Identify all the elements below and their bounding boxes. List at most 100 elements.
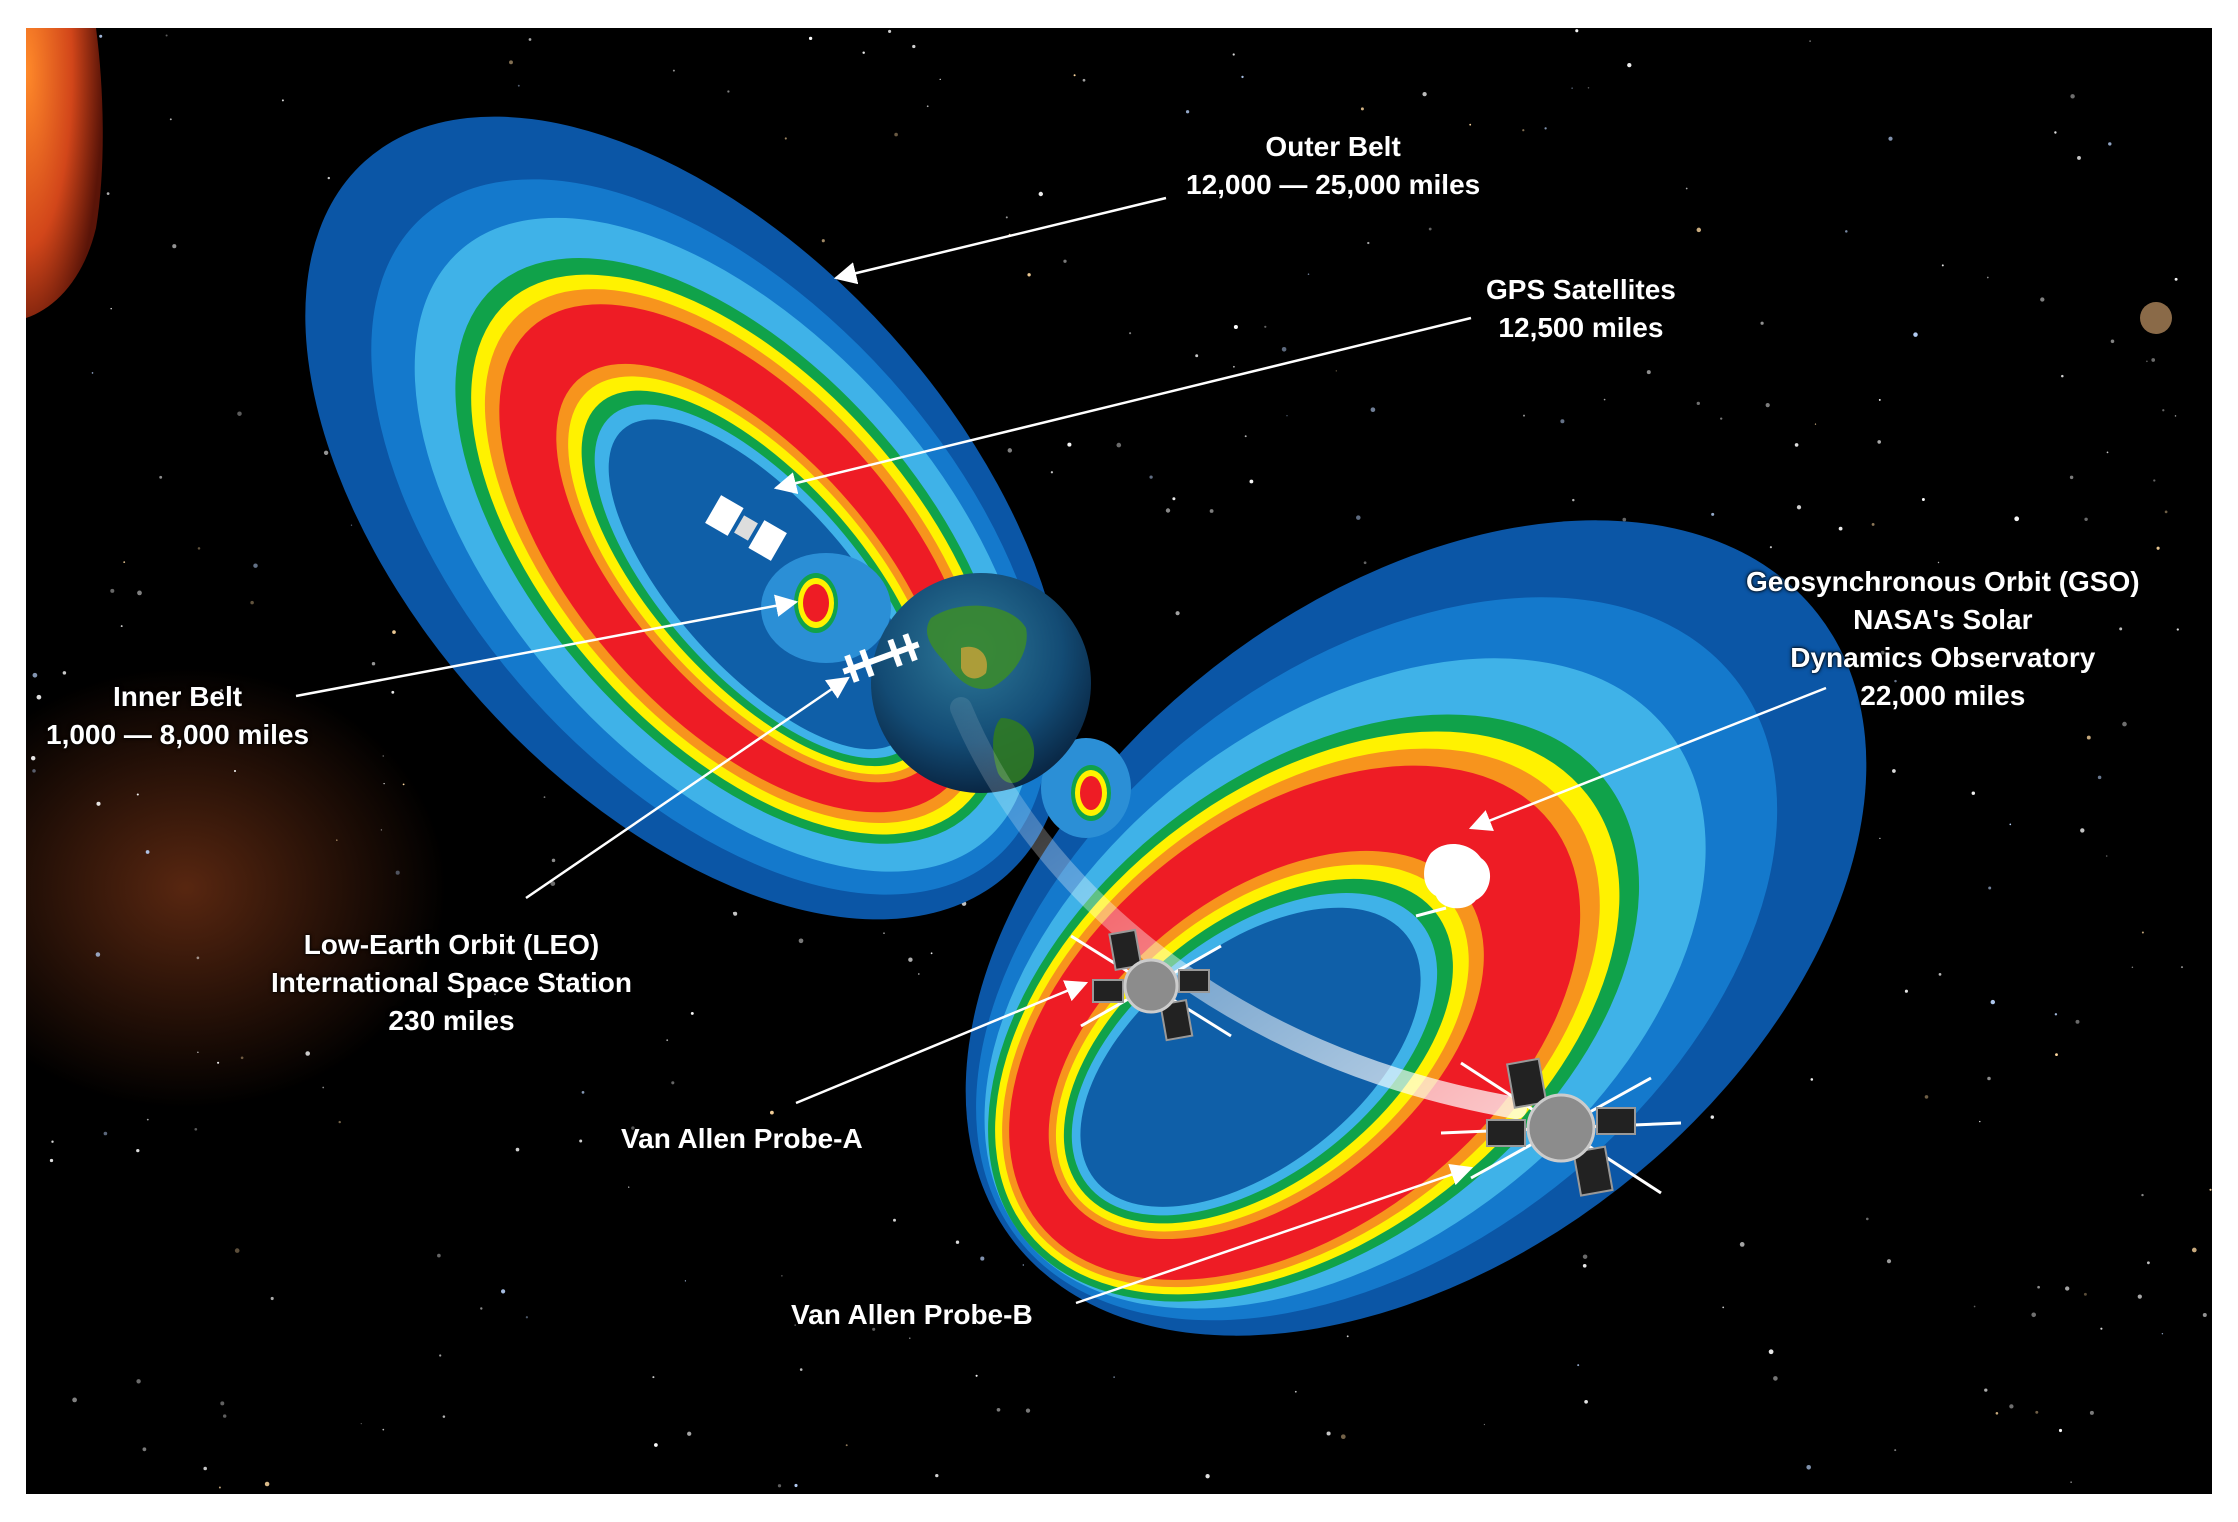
star [1973,1305,1976,1308]
star [1483,1423,1486,1426]
star [2083,1292,2087,1296]
star [2151,358,2156,362]
star [165,34,168,37]
star [1233,365,1235,368]
nebula [26,668,446,1108]
star [955,1240,960,1244]
star [123,561,126,563]
star [2080,828,2085,833]
star [1696,401,1700,406]
star [350,524,353,526]
star [197,1051,199,1053]
star [281,99,284,102]
star [1572,498,1575,502]
star [1710,1115,1715,1119]
star [62,671,67,675]
star [1685,187,1688,190]
star [196,956,200,960]
star [2061,374,2064,378]
star [2009,1404,2014,1409]
star [2086,735,2091,740]
star [893,1218,896,1222]
star [1582,1254,1588,1259]
star [1027,273,1031,277]
star [975,1374,978,1377]
star [1768,1349,1774,1355]
star [1938,973,1942,976]
star [338,1120,341,1124]
star [145,850,150,854]
star [110,588,115,593]
star [1367,241,1370,245]
star [382,1428,385,1431]
star [690,1011,694,1015]
star [1696,227,1702,233]
star [2014,516,2020,522]
star [1584,1399,1588,1404]
star [1739,1242,1745,1247]
star [631,1126,635,1130]
star [1205,1474,1210,1479]
star [452,1015,456,1019]
star [136,1379,141,1384]
star [808,36,813,41]
star [1516,329,1519,333]
star [136,1148,140,1153]
star [671,1081,675,1085]
star [1886,1259,1892,1264]
gso-range: 22,000 miles [1860,680,2026,711]
star [2055,1053,2058,1057]
star [1294,1390,1297,1393]
star [980,1256,985,1261]
star [1038,191,1043,197]
star [908,957,913,962]
star [770,1110,774,1115]
star [1185,110,1190,114]
van-allen-probe-b-icon [1440,1057,1682,1197]
star [1307,273,1310,275]
star [1241,75,1244,79]
star [305,1051,310,1056]
star [1356,515,1361,520]
star [2174,277,2178,281]
star [2122,721,2127,727]
star [794,1324,797,1326]
star [1760,321,1764,325]
star [1149,475,1153,479]
star [687,1431,692,1436]
star [2106,451,2109,454]
star [1814,423,1817,425]
star [1986,276,1989,279]
star [628,1186,630,1188]
star [1769,546,1772,549]
star [1522,129,1525,132]
star [2009,823,2012,826]
star [1286,414,1288,417]
gps-satellite-icon [705,495,787,561]
star [360,1422,362,1425]
leo-range: 230 miles [388,1005,515,1036]
star [1442,180,1447,185]
star [233,769,237,773]
star [120,625,123,628]
star [2070,1481,2072,1483]
star [551,858,556,863]
sun [26,28,103,318]
star [1063,259,1067,263]
star [1244,435,1247,438]
star [323,450,329,455]
star [517,84,520,87]
star [1129,332,1132,335]
star [543,796,546,798]
star [1892,769,1896,773]
star [110,307,112,310]
star [798,938,804,944]
star [2180,966,2184,969]
star [1577,1364,1580,1367]
star [391,690,395,694]
star [1877,440,1882,444]
star [1879,837,1881,840]
star [888,29,892,33]
star [222,1414,227,1418]
star [137,590,142,596]
